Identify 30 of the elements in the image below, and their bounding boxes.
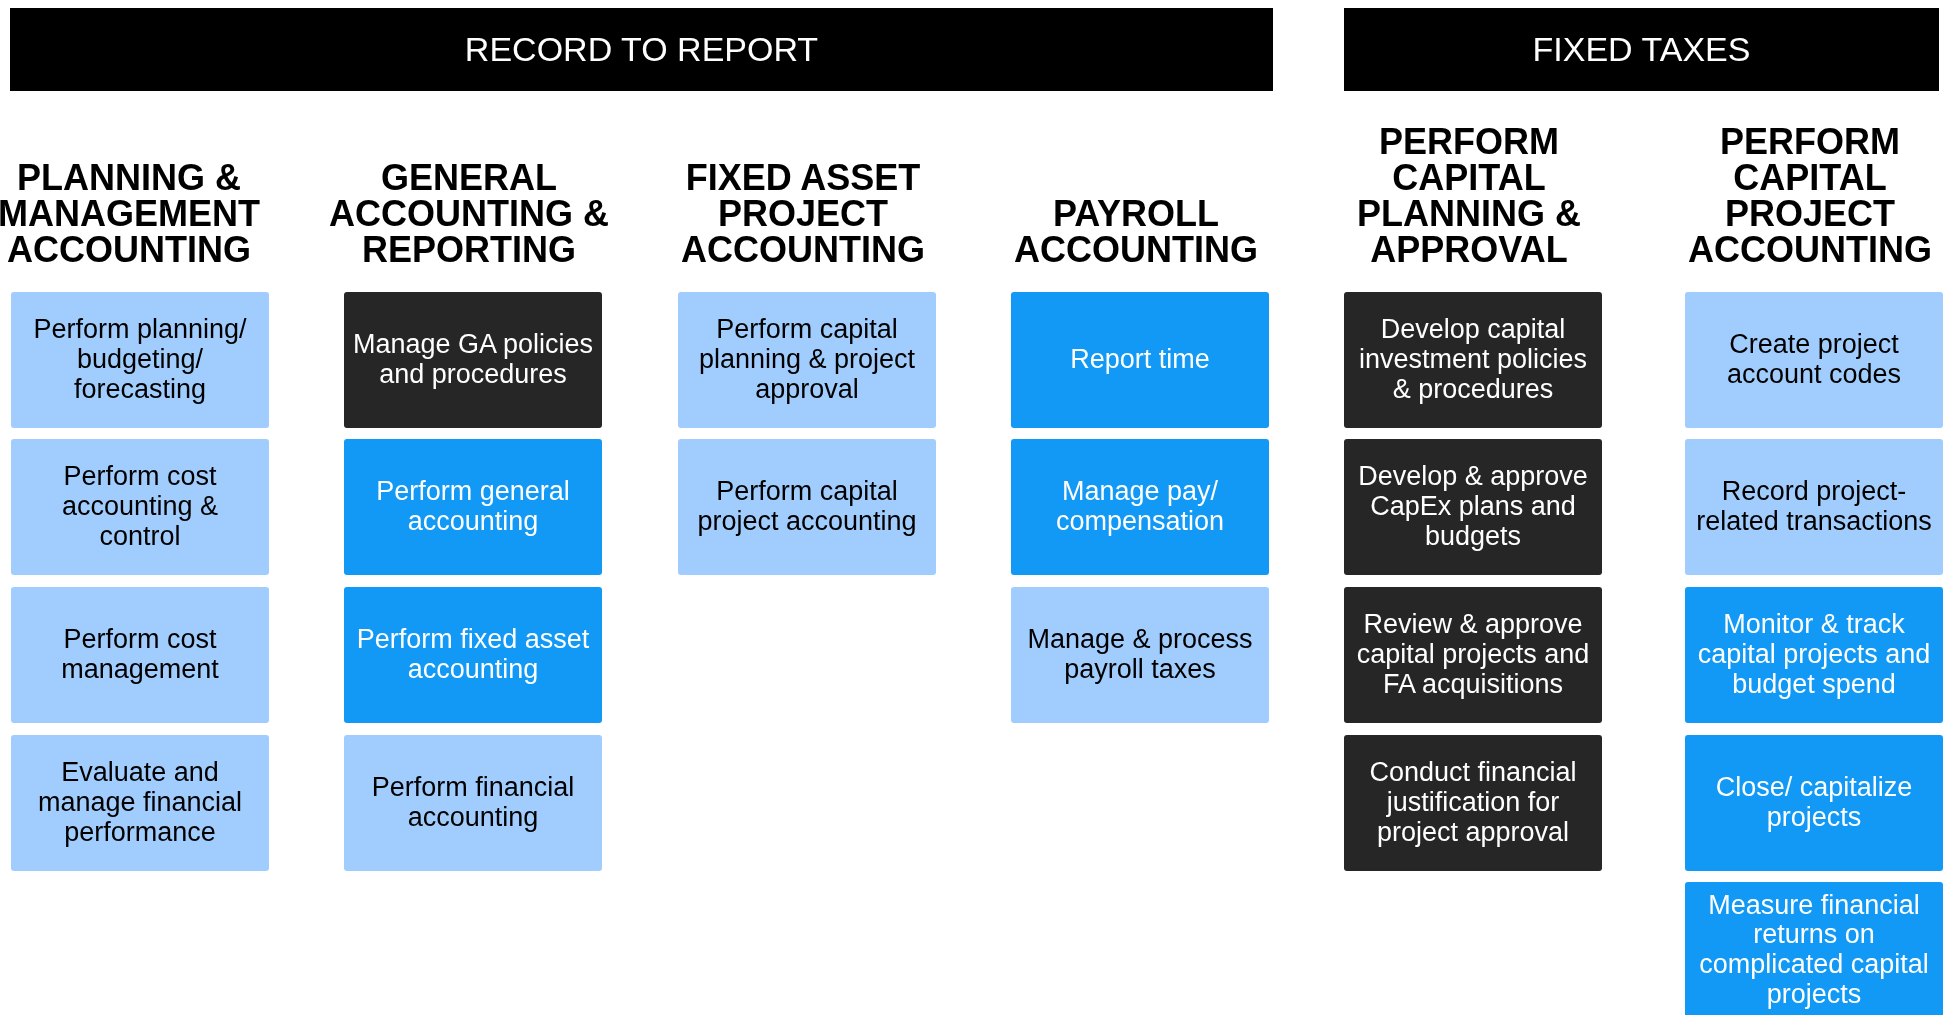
section-banner: FIXED TAXES (1344, 8, 1939, 91)
process-box: Perform planning/ budgeting/ forecasting (11, 292, 269, 428)
process-box: Measure financial returns on complicated capital projects (1685, 882, 1943, 1015)
process-box: Conduct financial justification for project approval (1344, 735, 1602, 871)
process-box: Perform financial accounting (344, 735, 602, 871)
process-box: Perform cost accounting & control (11, 439, 269, 575)
process-box: Perform general accounting (344, 439, 602, 575)
process-box: Develop capital investment policies & procedures (1344, 292, 1602, 428)
process-box: Review & approve capital projects and FA acquisitions (1344, 587, 1602, 723)
column-heading: PLANNING & MANAGEMENT ACCOUNTING (0, 160, 261, 268)
process-box: Close/ capitalize projects (1685, 735, 1943, 871)
process-box: Evaluate and manage financial performance (11, 735, 269, 871)
process-box: Report time (1011, 292, 1269, 428)
column-heading: PAYROLL ACCOUNTING (1013, 196, 1259, 268)
process-box: Perform capital planning & project approval (678, 292, 936, 428)
section-banner: RECORD TO REPORT (10, 8, 1273, 91)
process-box: Manage pay/ compensation (1011, 439, 1269, 575)
process-box: Monitor & track capital projects and budget spend (1685, 587, 1943, 723)
column-heading: GENERAL ACCOUNTING & REPORTING (328, 160, 610, 268)
process-box: Develop & approve CapEx plans and budgets (1344, 439, 1602, 575)
column-heading: FIXED ASSET PROJECT ACCOUNTING (680, 160, 926, 268)
process-box: Record project-related transactions (1685, 439, 1943, 575)
column-heading: PERFORM CAPITAL PLANNING & APPROVAL (1356, 124, 1582, 268)
process-box: Perform capital project accounting (678, 439, 936, 575)
process-box: Perform cost management (11, 587, 269, 723)
column-heading: PERFORM CAPITAL PROJECT ACCOUNTING (1687, 124, 1933, 268)
process-box: Manage GA policies and procedures (344, 292, 602, 428)
process-box: Perform fixed asset accounting (344, 587, 602, 723)
process-box: Manage & process payroll taxes (1011, 587, 1269, 723)
process-box: Create project account codes (1685, 292, 1943, 428)
